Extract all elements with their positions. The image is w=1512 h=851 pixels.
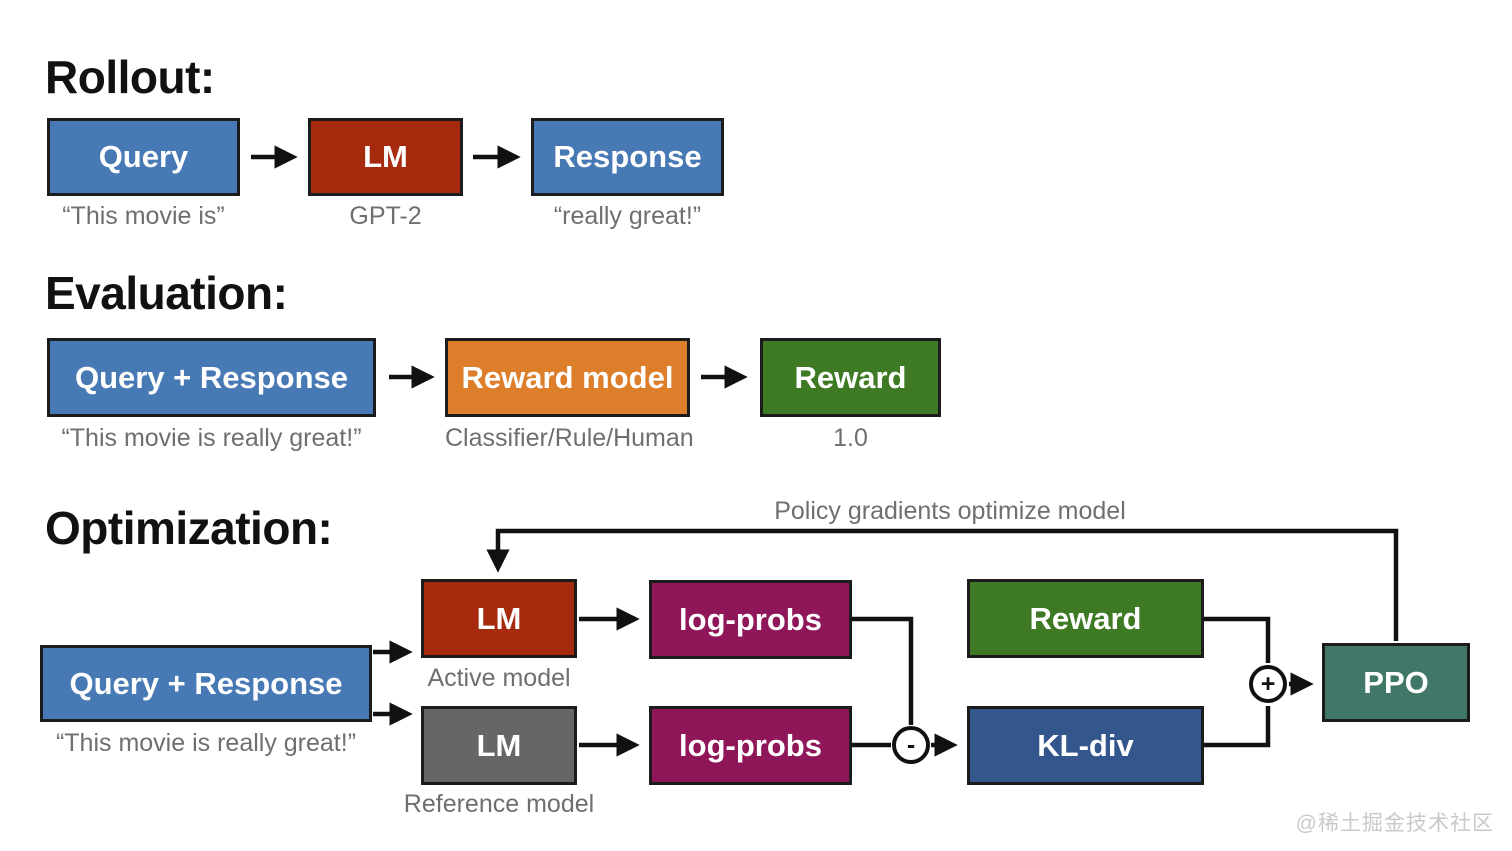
rollout-query-box: Query — [47, 118, 240, 196]
rollout-response-box: Response — [531, 118, 724, 196]
rollout-lm-box: LM — [308, 118, 463, 196]
active-logprobs-box: log-probs — [649, 580, 852, 659]
rollout-query-caption: “This movie is” — [62, 202, 225, 230]
plus-sign: + — [1260, 669, 1276, 698]
ppo-box: PPO — [1322, 643, 1470, 722]
active-lm-caption: Active model — [427, 664, 571, 692]
active-lm-box: LM — [421, 579, 577, 658]
evaluation-reward-caption: 1.0 — [833, 424, 868, 452]
reference-lm-caption: Reference model — [403, 790, 595, 818]
optimization-queryresponse-box: Query + Response — [40, 645, 372, 722]
optimization-heading: Optimization: — [45, 502, 333, 554]
reference-lm-box: LM — [421, 706, 577, 785]
rollout-response-caption: “really great!” — [553, 202, 702, 230]
evaluation-rewardmodel-box: Reward model — [445, 338, 690, 417]
rollout-heading: Rollout: — [45, 51, 215, 103]
line-active-logprobs-to-minus — [852, 616, 914, 725]
kl-div-box: KL-div — [967, 706, 1204, 785]
evaluation-reward-box: Reward — [760, 338, 941, 417]
minus-sign: - — [906, 730, 916, 759]
minus-operator-circle: - — [892, 726, 930, 764]
optimization-queryresponse-caption: “This movie is really great!” — [55, 729, 357, 757]
plus-operator-circle: + — [1249, 665, 1287, 703]
watermark: @稀土掘金技术社区 — [1295, 812, 1494, 835]
rollout-lm-caption: GPT-2 — [349, 202, 422, 230]
evaluation-heading: Evaluation: — [45, 267, 288, 319]
evaluation-queryresponse-box: Query + Response — [47, 338, 376, 417]
evaluation-queryresponse-caption: “This movie is really great!” — [61, 424, 362, 452]
arrow-ppo-feedback-to-active-lm — [486, 528, 1399, 641]
reference-logprobs-box: log-probs — [649, 706, 852, 785]
policy-gradients-label: Policy gradients optimize model — [774, 497, 1126, 525]
line-kldiv-to-plus — [1204, 706, 1271, 748]
line-reward-to-plus — [1204, 616, 1271, 663]
evaluation-rewardmodel-caption: Classifier/Rule/Human — [445, 424, 694, 452]
optimization-reward-box: Reward — [967, 579, 1204, 658]
